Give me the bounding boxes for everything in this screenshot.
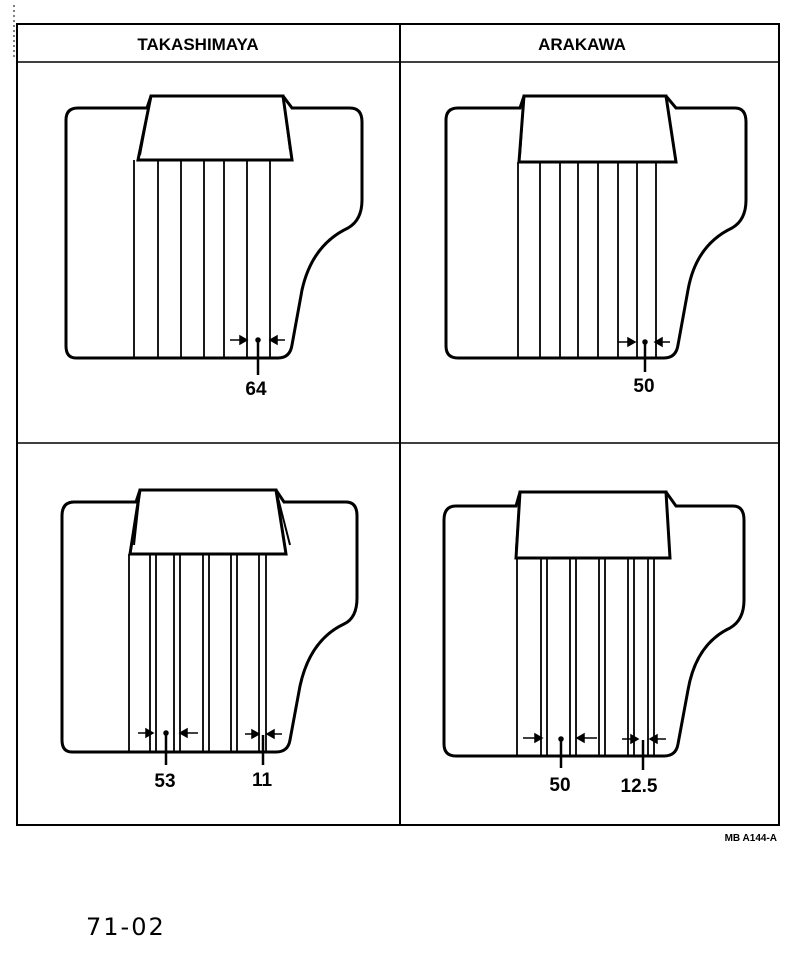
seat-outline [60,488,359,754]
dimension-label: 50 [633,376,654,397]
headrest [517,94,678,164]
panel-arakawa-top [444,94,748,372]
dimension-marker [618,336,670,372]
dimension-label: 11 [252,770,273,791]
pleat-lines [516,558,655,756]
pleat-lines [517,162,657,358]
seat-outline [442,490,746,758]
header-arakawa: ARAKAWA [538,35,626,54]
dimension-marker [230,334,285,375]
headrest [128,488,288,556]
panel-takashimaya-top [64,94,364,375]
dimension-label: 53 [154,771,175,792]
headrest [136,94,294,162]
dimension-marker [138,727,198,765]
comparison-table [16,23,780,826]
panel-arakawa-bottom [442,490,746,770]
dimension-label: 64 [245,379,267,400]
header-takashimaya: TAKASHIMAYA [137,35,258,54]
dimension-marker [622,733,666,770]
seat-outline [64,94,364,360]
pleat-lines [133,160,271,358]
seat-outline [444,94,748,360]
handwritten-note: 71-02 [86,913,166,941]
pleat-lines [128,554,267,752]
headrest [514,490,672,560]
panel-takashimaya-bottom [60,488,359,765]
figure-reference: MB A144-A [725,833,777,844]
dimension-label: 50 [549,775,570,796]
dimension-label: 12.5 [621,776,658,797]
dimension-marker [523,732,597,768]
dimension-marker [245,728,282,765]
